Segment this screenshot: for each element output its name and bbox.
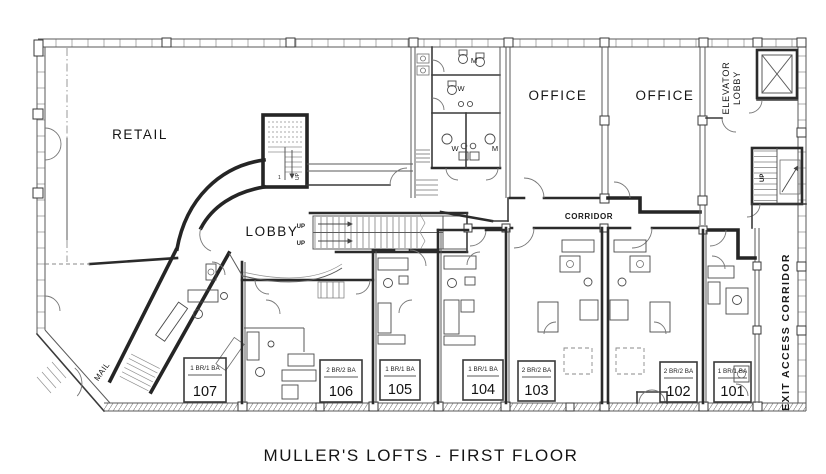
exterior-steps bbox=[36, 361, 67, 394]
unit-105-number: 105 bbox=[388, 382, 412, 398]
entry-steps bbox=[119, 353, 160, 392]
north-corridor bbox=[306, 47, 416, 198]
unit-label-102: 2 BR/2 BA 102 bbox=[659, 361, 698, 403]
unit-105-fixtures bbox=[377, 257, 413, 345]
mail-label: MAIL bbox=[92, 360, 111, 382]
lobby-label: LOBBY bbox=[245, 224, 298, 239]
unit-demising-walls bbox=[240, 226, 707, 405]
unit-label-101: 1 BR/1 BA 101 bbox=[713, 361, 752, 403]
lobby-stairs: UP UP bbox=[297, 211, 469, 254]
stair1-up-label: UP bbox=[295, 172, 301, 180]
unit-101-number: 101 bbox=[720, 384, 744, 400]
east-stair-up-label: UP bbox=[760, 174, 766, 182]
unit-102-type: 2 BR/2 BA bbox=[664, 368, 694, 375]
stair1-number: 1 bbox=[278, 175, 281, 181]
lobby: LOBBY bbox=[174, 157, 298, 252]
restroom-mens-top-label: M bbox=[471, 56, 477, 65]
unit-103-type: 2 BR/2 BA bbox=[522, 367, 552, 374]
exit-corridor-label: EXIT ACCESS CORRIDOR bbox=[780, 253, 792, 411]
unit-label-105: 1 BR/1 BA 105 bbox=[379, 359, 421, 401]
service-room bbox=[416, 46, 438, 196]
office-right: OFFICE bbox=[599, 47, 708, 225]
retail-area: RETAIL bbox=[44, 48, 179, 312]
unit-102-fixtures bbox=[609, 239, 671, 375]
street-entry-vestibule bbox=[636, 389, 668, 404]
lobby-stair-up-upper: UP bbox=[297, 224, 305, 230]
entry-corridor: MAIL bbox=[74, 247, 245, 397]
restrooms: M W W M bbox=[430, 47, 502, 181]
exterior-walls bbox=[32, 37, 807, 413]
unit-label-106: 2 BR/2 BA 106 bbox=[319, 359, 363, 403]
east-stair: UP bbox=[746, 146, 807, 229]
unit-107-fixtures bbox=[154, 261, 228, 342]
elevator-lobby: ELEVATOR LOBBY bbox=[705, 62, 742, 133]
drawing-title: MULLER'S LOFTS - FIRST FLOOR bbox=[263, 446, 578, 465]
unit-106-number: 106 bbox=[329, 384, 353, 400]
retail-label: RETAIL bbox=[112, 127, 168, 142]
exit-access-corridor: EXIT ACCESS CORRIDOR bbox=[701, 228, 792, 411]
unit-104-fixtures bbox=[443, 251, 481, 346]
office-right-label: OFFICE bbox=[635, 88, 694, 103]
corridor-label: CORRIDOR bbox=[565, 212, 613, 221]
unit-label-107: 1 BR/1 BA 107 bbox=[183, 357, 227, 403]
stair-1: 1 UP bbox=[261, 113, 309, 189]
elevator bbox=[748, 48, 799, 114]
structural-columns bbox=[32, 37, 807, 412]
office-left-label: OFFICE bbox=[528, 88, 587, 103]
restroom-womens-top-label: W bbox=[457, 84, 465, 93]
unit-107-type: 1 BR/1 BA bbox=[190, 365, 220, 372]
unit-101-type: 1 BR/1 BA bbox=[718, 368, 748, 375]
unit-106-type: 2 BR/2 BA bbox=[326, 367, 356, 374]
unit-104-type: 1 BR/1 BA bbox=[468, 366, 498, 373]
lobby-stair-up-lower: UP bbox=[297, 241, 305, 247]
restroom-mens-lower-label: M bbox=[492, 144, 498, 153]
unit-105-type: 1 BR/1 BA bbox=[385, 366, 415, 373]
unit-106-curved-wall bbox=[228, 252, 375, 299]
unit-103-number: 103 bbox=[524, 383, 548, 399]
unit-104-number: 104 bbox=[471, 382, 495, 398]
office-left: OFFICE bbox=[505, 47, 604, 200]
unit-103-fixtures bbox=[537, 239, 599, 375]
unit-106-fixtures bbox=[244, 299, 317, 400]
unit-label-103: 2 BR/2 BA 103 bbox=[517, 360, 556, 402]
unit-101-fixtures bbox=[707, 255, 750, 397]
elevator-lobby-label-line1: ELEVATOR bbox=[721, 62, 731, 115]
unit-label-104: 1 BR/1 BA 104 bbox=[462, 359, 504, 401]
elevator-lobby-label-line2: LOBBY bbox=[732, 71, 742, 105]
central-corridor: CORRIDOR bbox=[439, 197, 727, 249]
restroom-womens-lower-label: W bbox=[451, 144, 459, 153]
unit-107-number: 107 bbox=[193, 384, 217, 400]
unit-102-number: 102 bbox=[666, 384, 690, 400]
